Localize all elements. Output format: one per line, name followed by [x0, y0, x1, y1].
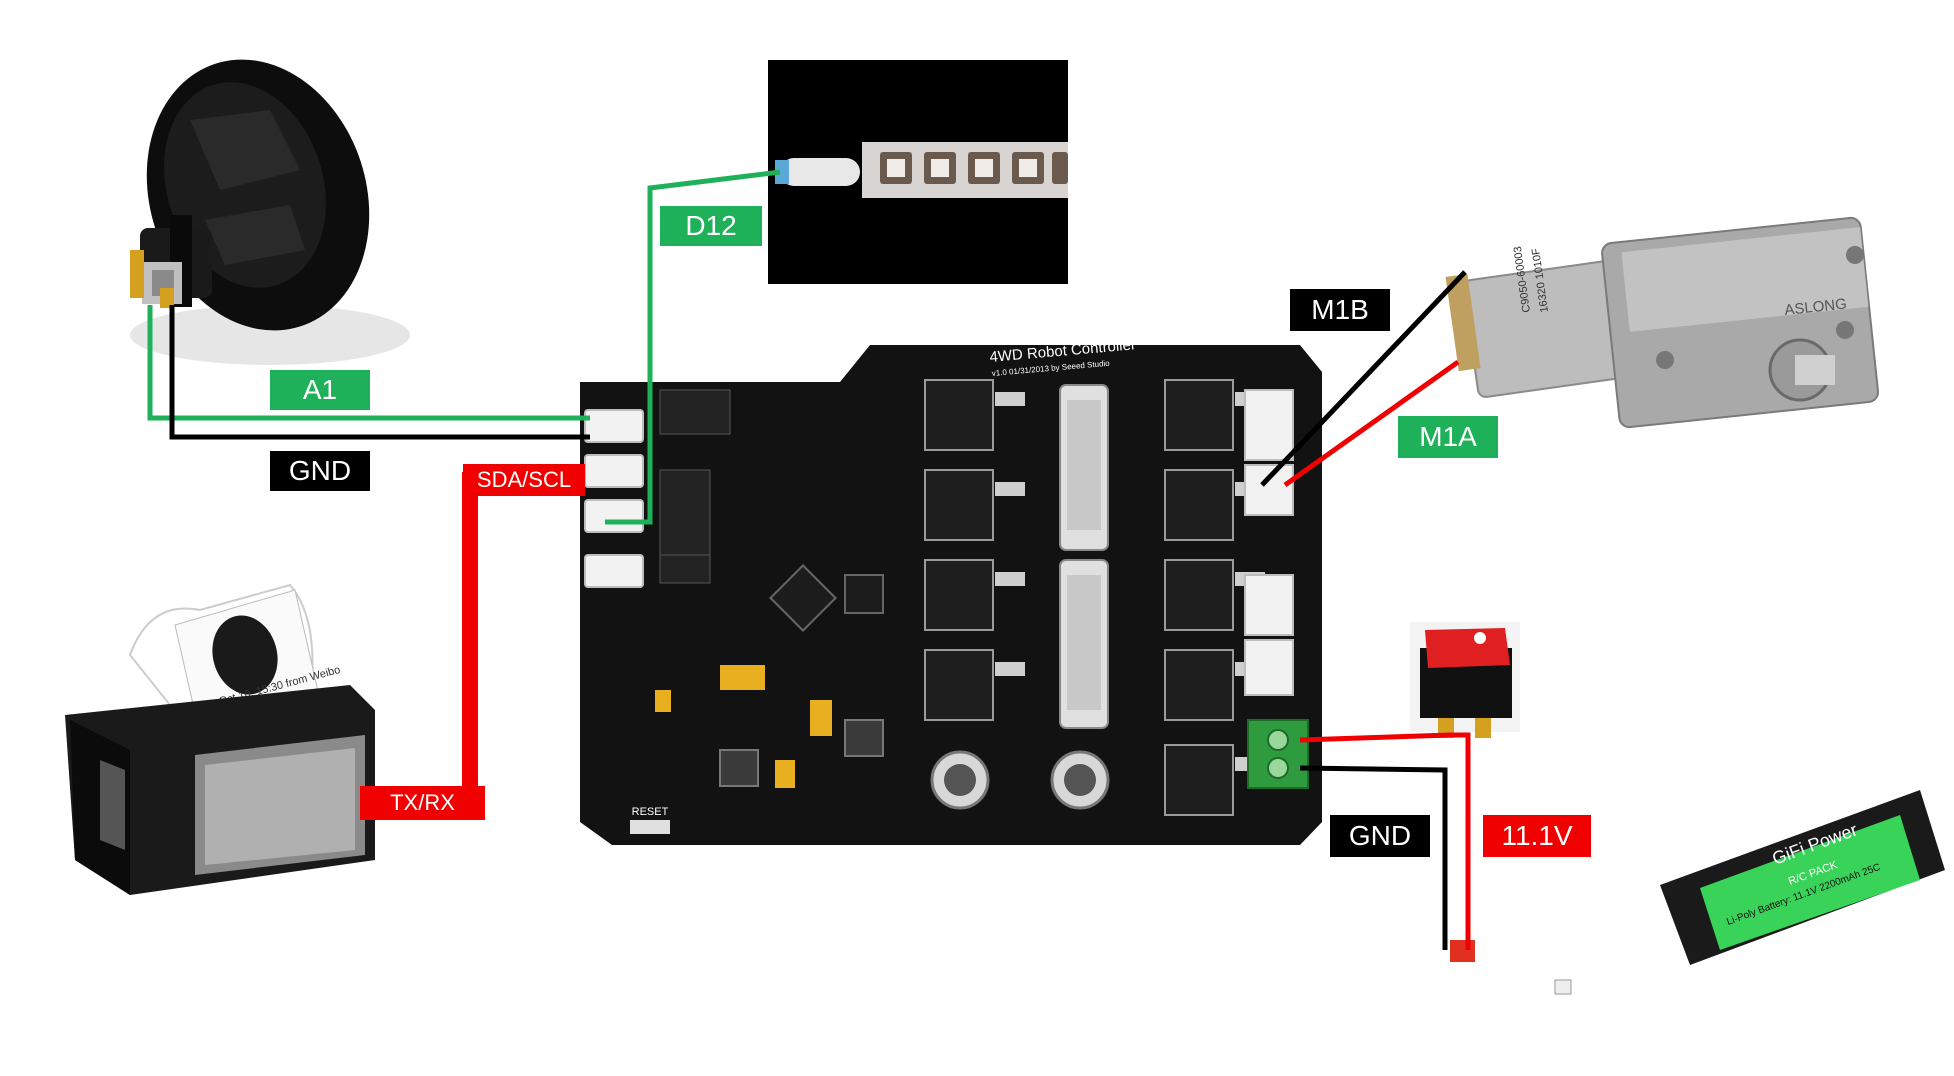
label-tx-rx: TX/RX [360, 786, 485, 820]
reset-label: RESET [632, 806, 669, 818]
wire-gnd-button [169, 305, 590, 440]
battery-connector [1450, 940, 1475, 962]
wire-m1b [1260, 270, 1467, 487]
wire-m1a [1283, 359, 1460, 488]
label-d12: D12 [660, 206, 762, 246]
label-m1a: M1A [1398, 416, 1498, 458]
rocker-switch [1410, 622, 1520, 738]
label-m1b: M1B [1290, 289, 1390, 331]
label-sda-scl: SDA/SCL [463, 464, 585, 496]
wire-negative [1299, 765, 1448, 950]
arcade-button [130, 59, 410, 365]
controller-board: RESET 4WD Robot Controller v1.0 01/31/20… [580, 336, 1322, 845]
gear-motor: ASLONG C9050-60003 16320 1010F [1445, 216, 1880, 429]
led-strip [768, 60, 1068, 284]
wire-d12 [605, 169, 781, 525]
wire-tx-rx [462, 472, 585, 810]
label-gnd-button: GND [270, 451, 370, 491]
motor-brand: ASLONG [1784, 296, 1848, 319]
label-11-1v: 11.1V [1483, 815, 1591, 857]
wire-a1 [147, 305, 590, 421]
label-gnd-power: GND [1330, 815, 1430, 857]
label-a1: A1 [270, 370, 370, 410]
wire-positive [1299, 732, 1471, 950]
thermal-printer: Oct.10, 15:30 from Weibo [65, 583, 375, 895]
